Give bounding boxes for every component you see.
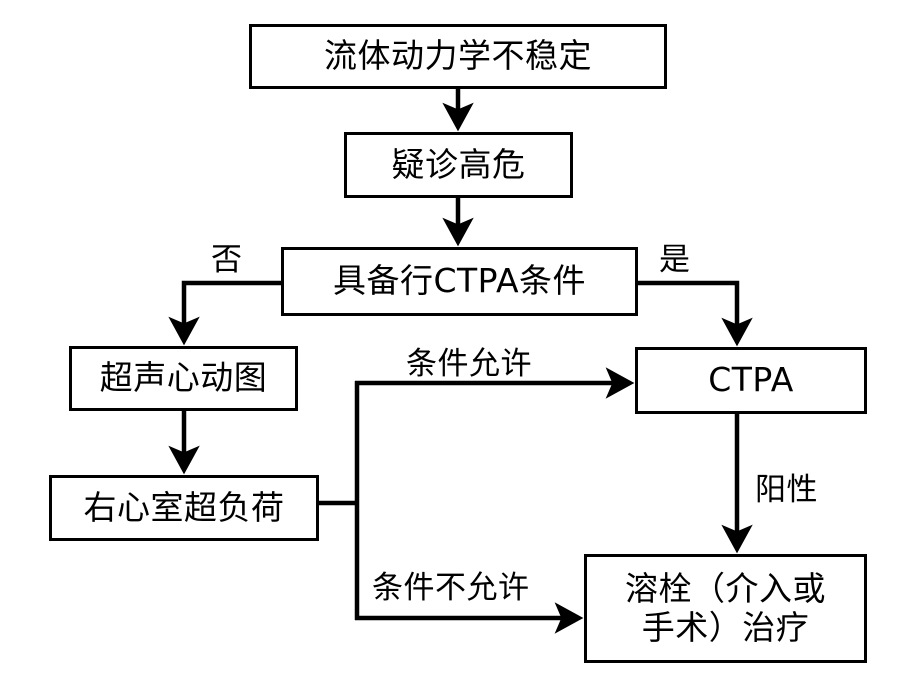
node-echocardiogram[interactable]: 超声心动图 bbox=[69, 346, 298, 411]
edge-eligible-no-to-echo bbox=[168, 280, 281, 346]
node-rv-overload[interactable]: 右心室超负荷 bbox=[49, 475, 319, 541]
node-thrombolysis-label: 溶栓（介入或 手术）治疗 bbox=[625, 568, 826, 647]
node-hemodynamic-instability-label: 流体动力学不稳定 bbox=[324, 36, 592, 76]
edge-label-condition-allowed: 条件允许 bbox=[406, 346, 532, 382]
node-suspected-high-risk-label: 疑诊高危 bbox=[391, 144, 526, 184]
node-hemodynamic-instability[interactable]: 流体动力学不稳定 bbox=[249, 24, 667, 89]
edge-label-positive: 阳性 bbox=[755, 472, 818, 508]
node-rv-overload-label: 右心室超负荷 bbox=[83, 487, 285, 527]
edge-label-condition-not-allowed: 条件不允许 bbox=[372, 570, 530, 606]
node-ctpa[interactable]: CTPA bbox=[635, 347, 867, 414]
node-ctpa-eligible-label: 具备行CTPA条件 bbox=[332, 261, 587, 301]
node-echocardiogram-label: 超声心动图 bbox=[99, 358, 268, 398]
edge-label-no: 否 bbox=[211, 242, 243, 278]
node-ctpa-eligible[interactable]: 具备行CTPA条件 bbox=[281, 247, 638, 316]
node-ctpa-label: CTPA bbox=[708, 360, 794, 400]
node-suspected-high-risk[interactable]: 疑诊高危 bbox=[344, 132, 573, 198]
edge-label-yes: 是 bbox=[659, 242, 691, 278]
node-thrombolysis[interactable]: 溶栓（介入或 手术）治疗 bbox=[584, 554, 867, 663]
edge-eligible-yes-to-ctpa bbox=[638, 280, 753, 347]
